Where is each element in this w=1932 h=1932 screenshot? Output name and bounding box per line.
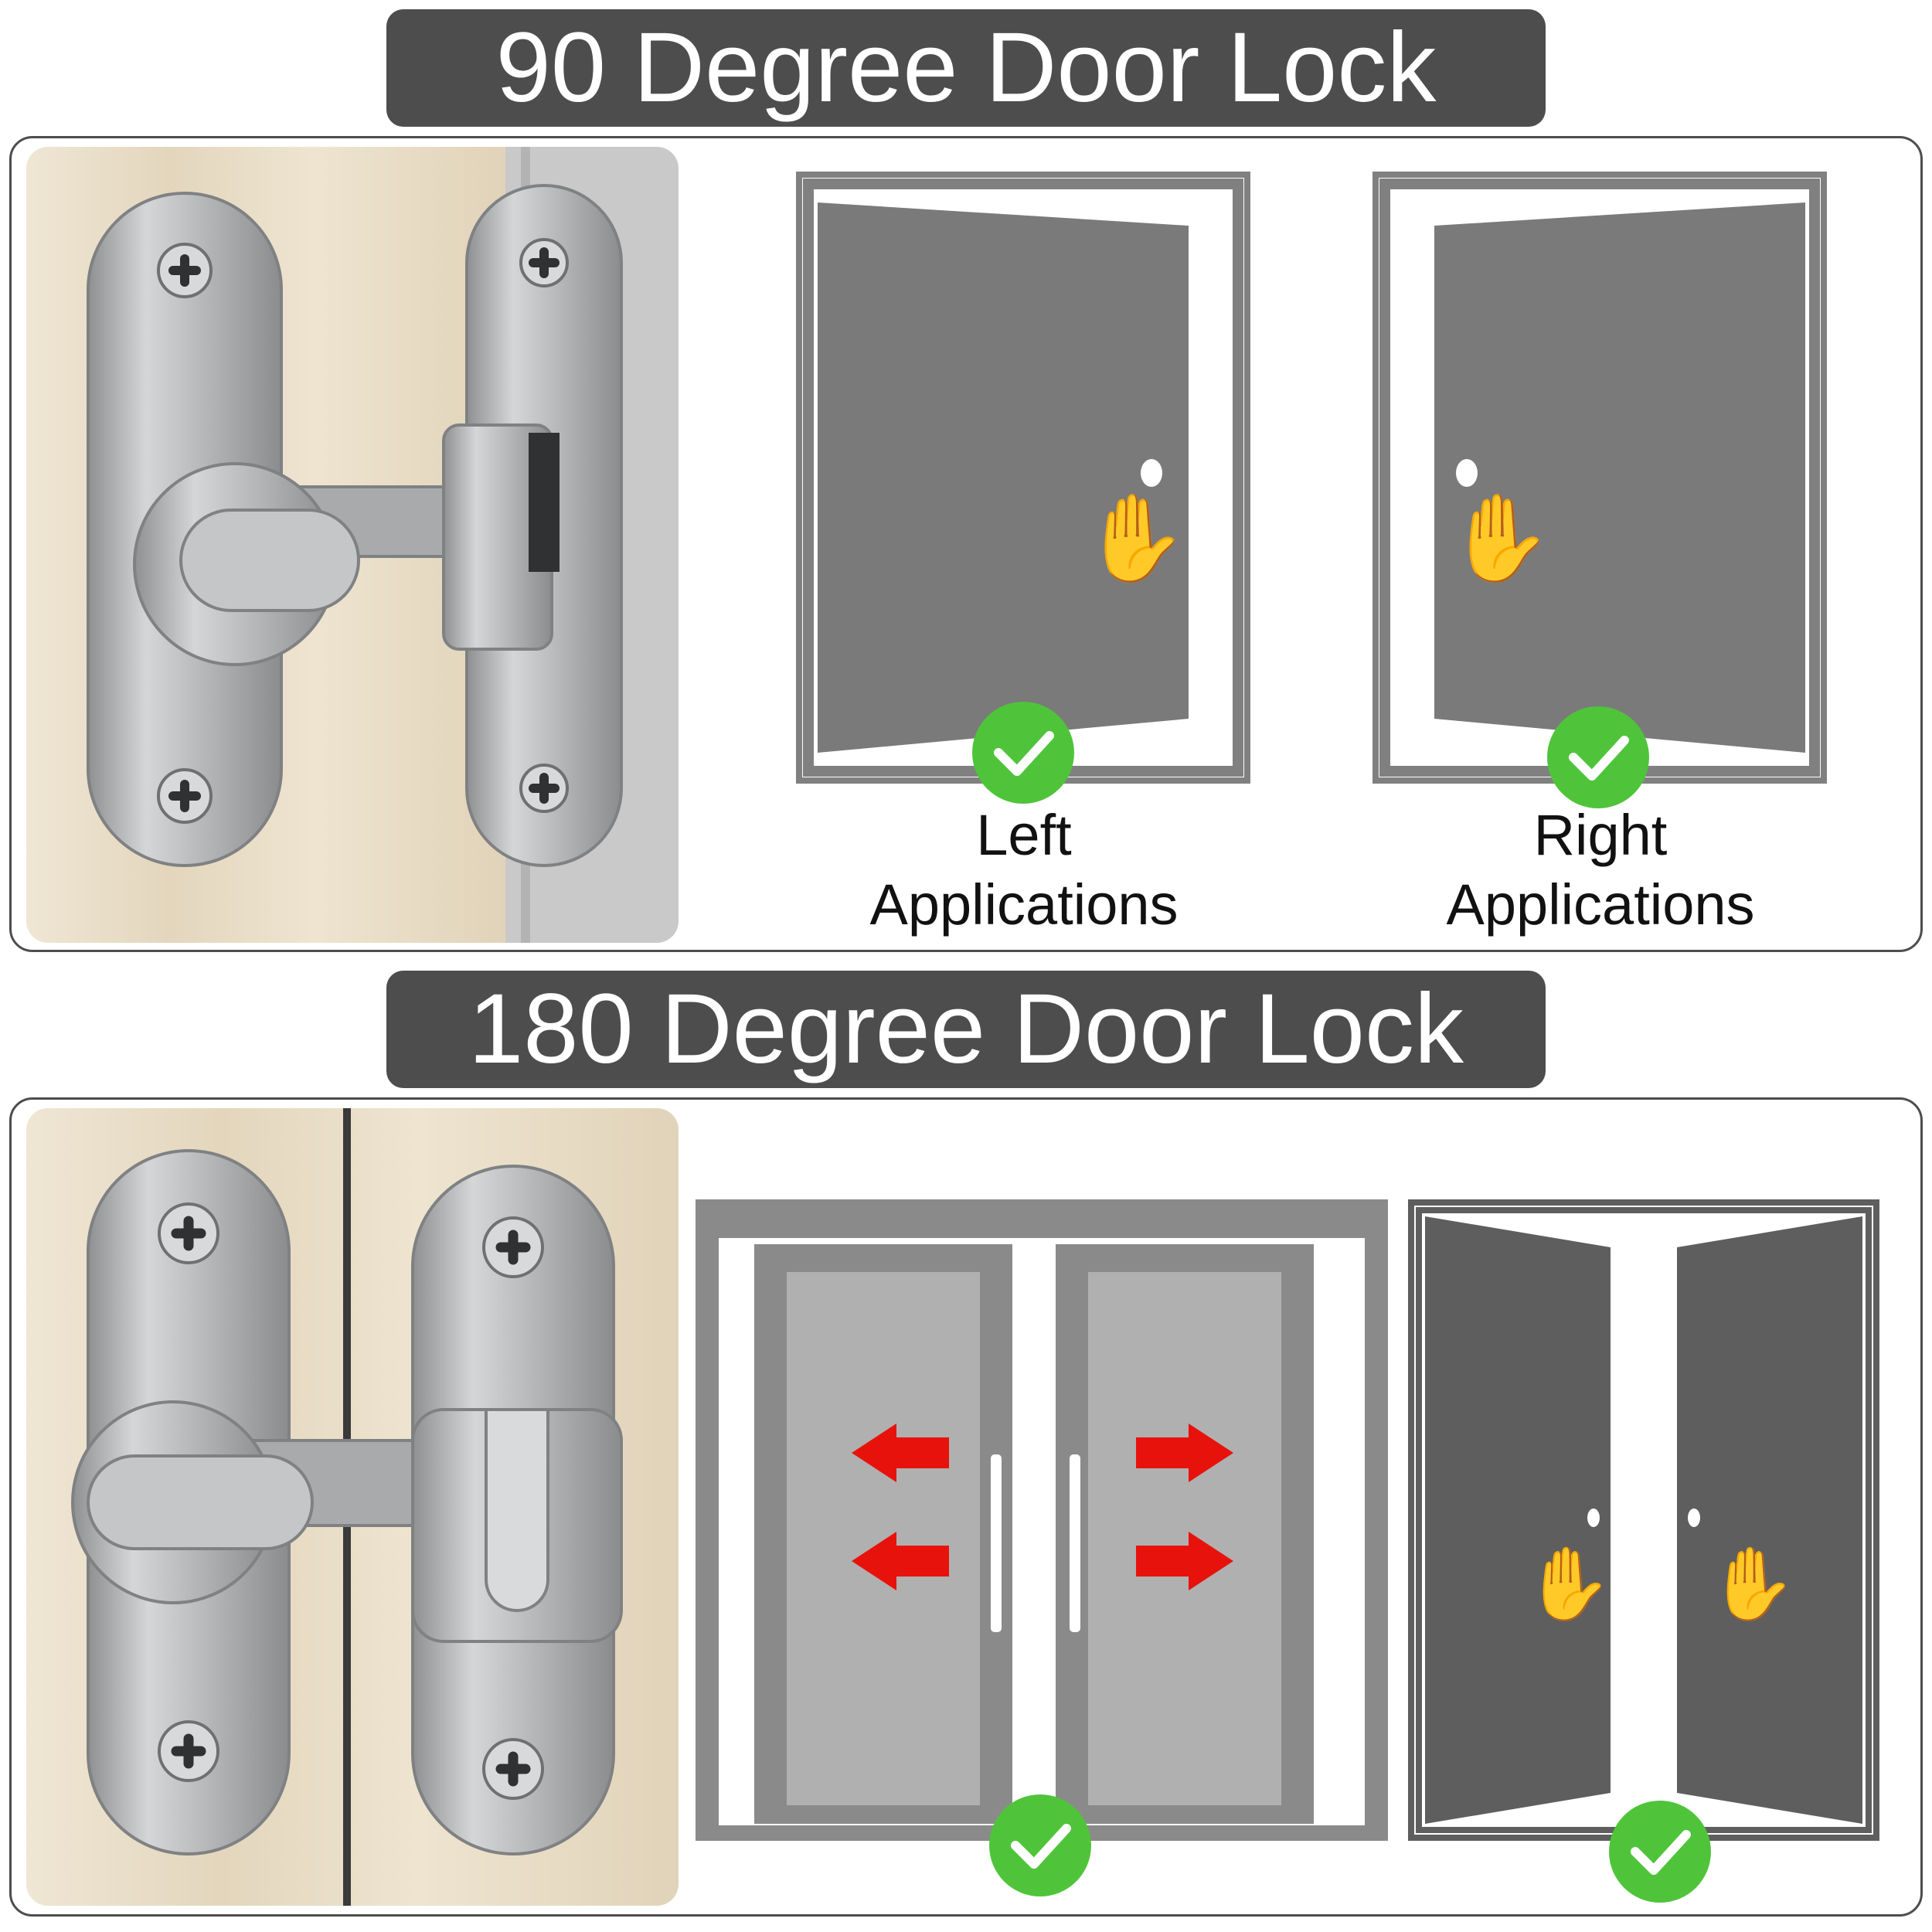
latch-photo-180 <box>26 1108 679 1906</box>
check-icon <box>1547 706 1649 808</box>
section-title-180: 180 Degree Door Lock <box>386 971 1546 1088</box>
check-icon <box>1609 1801 1711 1903</box>
sliding-double-door-diagram <box>696 1199 1388 1841</box>
right-applications-caption: Right Applications <box>1411 801 1790 940</box>
check-icon <box>972 702 1074 804</box>
right-swing-door-diagram: ✋ <box>1372 172 1827 784</box>
section-title-90: 90 Degree Door Lock <box>386 9 1546 127</box>
left-applications-caption: Left Applications <box>835 801 1213 940</box>
hand-icon: ✋ <box>1524 1545 1613 1624</box>
left-swing-door-diagram: ✋ <box>796 172 1250 784</box>
check-icon <box>989 1794 1091 1896</box>
caption-line-1: Right <box>1533 803 1668 867</box>
caption-line-2: Applications <box>869 872 1179 937</box>
hand-icon: ✋ <box>1447 491 1553 586</box>
arrow-icon <box>852 1423 1233 1590</box>
hand-icon: ✋ <box>1082 491 1188 586</box>
latch-photo-90 <box>26 147 679 943</box>
caption-line-1: Left <box>976 803 1072 867</box>
caption-line-2: Applications <box>1446 872 1755 937</box>
double-swing-door-diagram: ✋ ✋ <box>1408 1199 1879 1841</box>
hand-icon: ✋ <box>1708 1545 1797 1624</box>
